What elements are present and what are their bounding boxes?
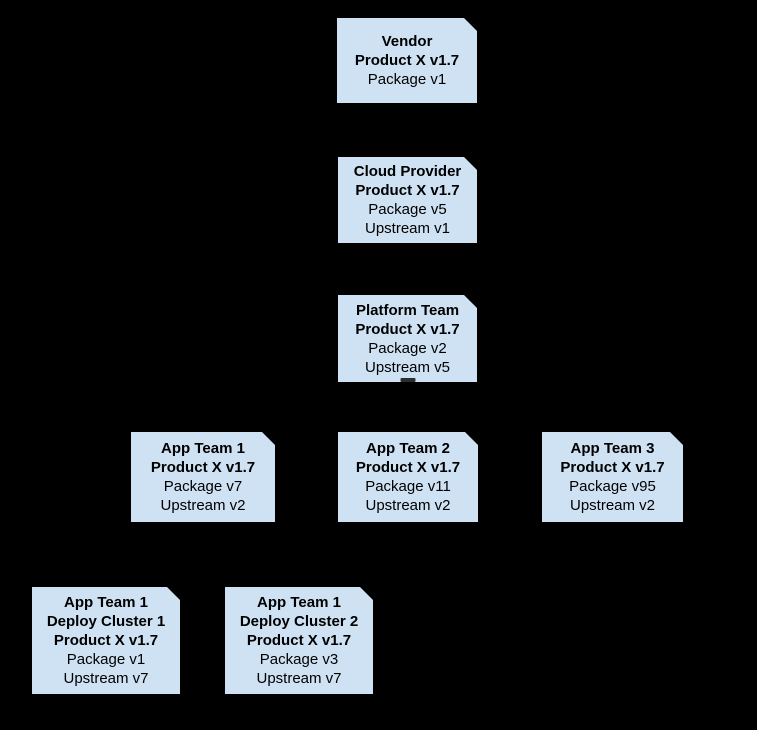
node-platform-team[interactable]: Platform Team Product X v1.7 Package v2 … (338, 295, 477, 382)
node-title: App Team 1 (64, 594, 148, 611)
node-product-version: Product X v1.7 (150, 459, 256, 476)
node-title: Cloud Provider (353, 163, 462, 180)
node-product-version: Product X v1.7 (354, 52, 460, 69)
node-upstream-version: Upstream v2 (569, 497, 656, 514)
node-app-team-2[interactable]: App Team 2 Product X v1.7 Package v11 Up… (338, 432, 478, 522)
node-app-team-1[interactable]: App Team 1 Product X v1.7 Package v7 Ups… (131, 432, 275, 522)
node-product-version: Product X v1.7 (246, 632, 352, 649)
node-cluster: Deploy Cluster 1 (46, 613, 166, 630)
node-product-version: Product X v1.7 (355, 320, 460, 338)
node-upstream-version: Upstream v2 (365, 497, 451, 514)
node-product-version: Product X v1.7 (355, 459, 461, 476)
node-upstream-version: Upstream v2 (160, 497, 246, 514)
node-package-version: Package v1 (367, 71, 447, 88)
node-title: App Team 2 (366, 440, 450, 457)
node-title: Platform Team (355, 301, 460, 319)
node-app-team-1-deploy-cluster-1[interactable]: App Team 1 Deploy Cluster 1 Product X v1… (32, 587, 180, 694)
node-product-version: Product X v1.7 (560, 459, 665, 476)
node-package-version: Package v1 (66, 651, 146, 668)
node-vendor[interactable]: Vendor Product X v1.7 Package v1 (337, 18, 477, 103)
node-app-team-3[interactable]: App Team 3 Product X v1.7 Package v95 Up… (542, 432, 683, 522)
node-cluster: Deploy Cluster 2 (239, 613, 359, 630)
node-app-team-1-deploy-cluster-2[interactable]: App Team 1 Deploy Cluster 2 Product X v1… (225, 587, 373, 694)
node-title: App Team 3 (570, 440, 655, 457)
node-package-version: Package v7 (163, 478, 243, 495)
clipped-text-artifact (400, 378, 415, 382)
node-package-version: Package v11 (365, 478, 451, 495)
node-title: App Team 1 (257, 594, 341, 611)
node-package-version: Package v3 (259, 651, 339, 668)
node-title: App Team 1 (161, 440, 245, 457)
node-product-version: Product X v1.7 (53, 632, 159, 649)
node-cloud-provider[interactable]: Cloud Provider Product X v1.7 Package v5… (338, 157, 477, 243)
node-title: Vendor (381, 33, 433, 50)
node-upstream-version: Upstream v7 (256, 670, 342, 687)
node-package-version: Package v5 (368, 201, 447, 218)
node-upstream-version: Upstream v5 (364, 358, 451, 376)
node-package-version: Package v95 (569, 478, 656, 495)
node-upstream-version: Upstream v7 (63, 670, 149, 687)
node-upstream-version: Upstream v1 (364, 220, 451, 237)
node-package-version: Package v2 (368, 339, 447, 357)
node-product-version: Product X v1.7 (355, 182, 460, 199)
